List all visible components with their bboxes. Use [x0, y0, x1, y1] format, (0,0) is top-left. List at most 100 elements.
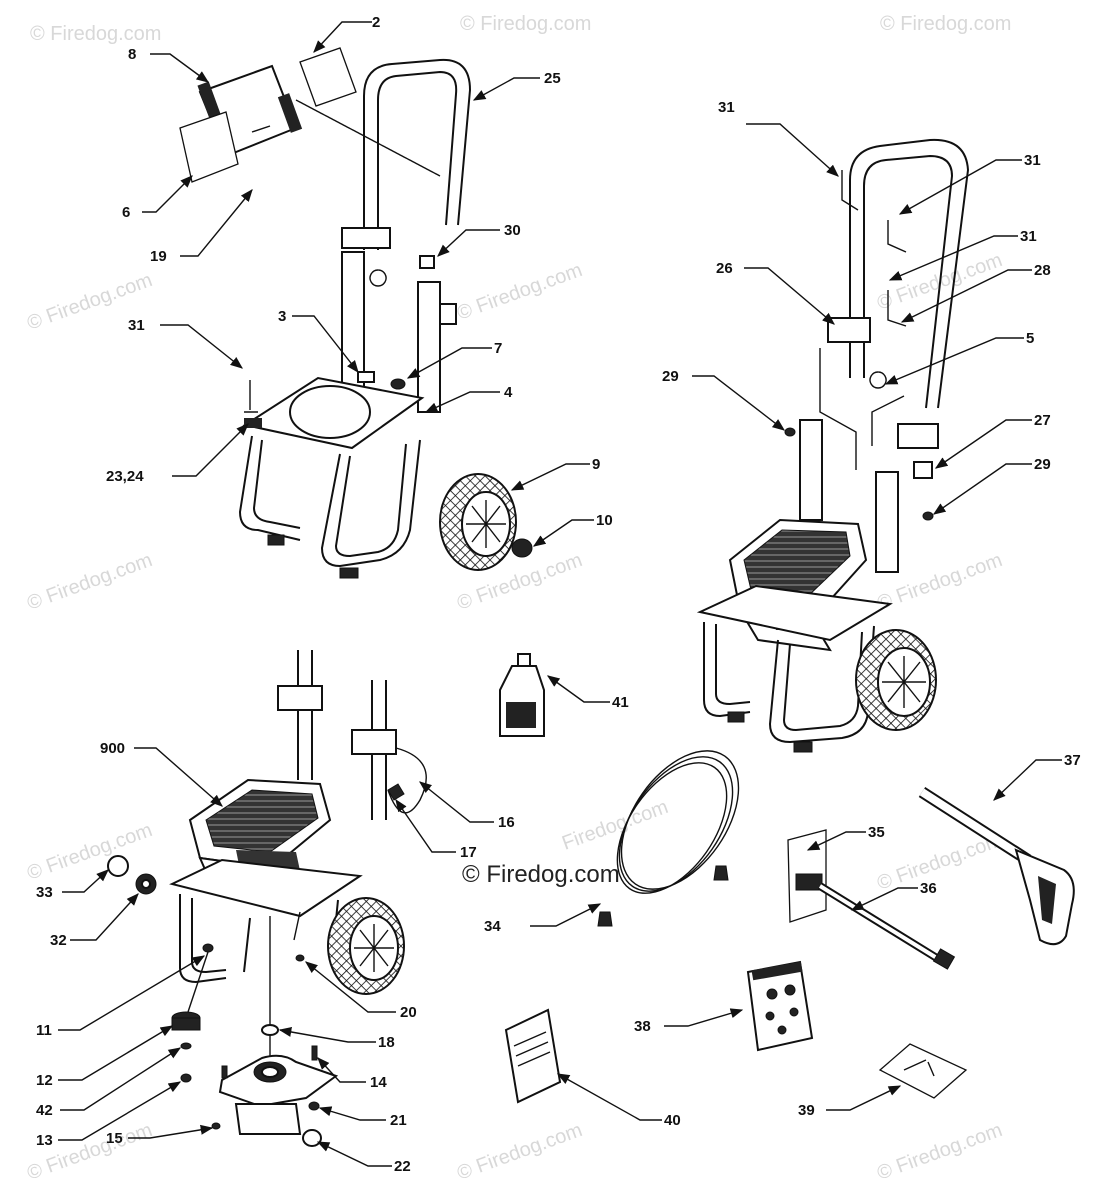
screw-14 — [221, 1065, 228, 1079]
oil-cap — [517, 653, 531, 667]
hose-coil — [618, 756, 734, 892]
callout-28: 28 — [1034, 262, 1051, 279]
hose-fitting — [713, 865, 729, 881]
callout-31: 31 — [1024, 152, 1041, 169]
assembly-line — [871, 395, 905, 446]
frame-leg-inner — [782, 631, 863, 732]
oil-label — [506, 702, 536, 728]
washer-15 — [211, 1122, 221, 1130]
manual-lines — [513, 1031, 551, 1067]
watermark: © Firedog.com — [454, 259, 585, 325]
callout-11: 11 — [36, 1022, 52, 1039]
leader-29-a — [692, 375, 785, 431]
callout-12: 12 — [36, 1072, 53, 1089]
leader-42 — [60, 1047, 182, 1111]
frame-leg-inner — [715, 624, 751, 706]
callout-34: 34 — [484, 918, 501, 935]
leader-18 — [278, 1027, 376, 1043]
frame-deck — [169, 858, 363, 918]
panel-strip — [751, 961, 803, 981]
cart-frame-view — [179, 47, 533, 579]
tool-card-39 — [878, 1043, 968, 1099]
callout-30: 30 — [504, 222, 521, 239]
callout-10: 10 — [596, 512, 613, 529]
leader-6 — [142, 175, 193, 213]
callout-27: 27 — [1034, 412, 1051, 429]
nut-29 — [922, 511, 934, 521]
decal-2 — [299, 47, 357, 107]
bumper-23-24 — [244, 418, 262, 428]
callout-31: 31 — [128, 317, 145, 334]
watermark: Firedog.com — [559, 796, 671, 855]
leader-31-left — [160, 324, 243, 369]
leader-9 — [510, 463, 590, 491]
callout-33: 33 — [36, 884, 53, 901]
callout-40: 40 — [664, 1112, 681, 1129]
wheel-spokes — [354, 924, 394, 972]
watermark-main: © Firedog.com — [462, 861, 620, 888]
hook-5 — [869, 371, 887, 389]
cap-33 — [107, 855, 129, 877]
fitting-17 — [387, 783, 405, 801]
handle-stub — [297, 650, 313, 780]
callout-21: 21 — [390, 1112, 407, 1129]
leader-26 — [744, 267, 835, 325]
hook — [369, 269, 387, 287]
callout-25: 25 — [544, 70, 561, 87]
callout-4: 4 — [504, 384, 513, 401]
leader-32 — [70, 893, 139, 941]
foot — [267, 534, 285, 546]
frame-upright — [799, 419, 823, 521]
callout-26: 26 — [716, 260, 733, 277]
callout-900: 900 — [100, 740, 125, 757]
leader-39 — [826, 1085, 902, 1111]
leader-28 — [900, 269, 1032, 323]
foot — [727, 711, 745, 723]
leader-34 — [530, 903, 602, 927]
nut-32-bore — [141, 879, 151, 889]
leader-7 — [406, 347, 492, 379]
clamp-27 — [897, 423, 939, 449]
leader-3 — [292, 315, 359, 373]
leader-25 — [472, 77, 540, 101]
wheel-spokes — [882, 656, 926, 708]
leader-29-b — [932, 463, 1032, 515]
leader-14 — [317, 1057, 366, 1083]
callout-42: 42 — [36, 1102, 53, 1119]
hose-16 — [387, 747, 427, 814]
frame-leg-inner — [252, 439, 301, 529]
assembly-line — [819, 348, 857, 470]
watermark: © Firedog.com — [24, 819, 155, 885]
leader-35 — [806, 831, 866, 851]
hose-coil — [616, 762, 728, 894]
frame-leg — [179, 894, 227, 984]
hose-stub — [293, 911, 301, 941]
tool-icon — [903, 1059, 935, 1077]
leader-lines — [58, 21, 1062, 1167]
panel-knob — [789, 1007, 799, 1017]
assembled-handle-inner — [863, 154, 954, 409]
leader-19 — [180, 189, 253, 257]
leader-15 — [128, 1124, 214, 1139]
callout-18: 18 — [378, 1034, 395, 1051]
callout-13: 13 — [36, 1132, 53, 1149]
pin-31 — [841, 170, 859, 211]
leader-12 — [58, 1025, 174, 1081]
watermark: © Firedog.com — [24, 549, 155, 615]
assembled-cart-view — [696, 138, 970, 753]
panel-knob — [784, 984, 796, 996]
cap-27 — [913, 461, 933, 479]
callout-41: 41 — [612, 694, 629, 711]
washer-21 — [308, 1101, 320, 1111]
watermark: © Firedog.com — [460, 13, 591, 35]
leader-20 — [305, 961, 396, 1013]
leader-13 — [58, 1081, 182, 1141]
screw-19 — [251, 125, 271, 133]
leader-8 — [150, 53, 210, 83]
callout-20: 20 — [400, 1004, 417, 1021]
frame-leg — [768, 625, 875, 744]
foot — [793, 741, 813, 753]
screw-14 — [311, 1045, 318, 1061]
leader-37 — [993, 759, 1062, 801]
